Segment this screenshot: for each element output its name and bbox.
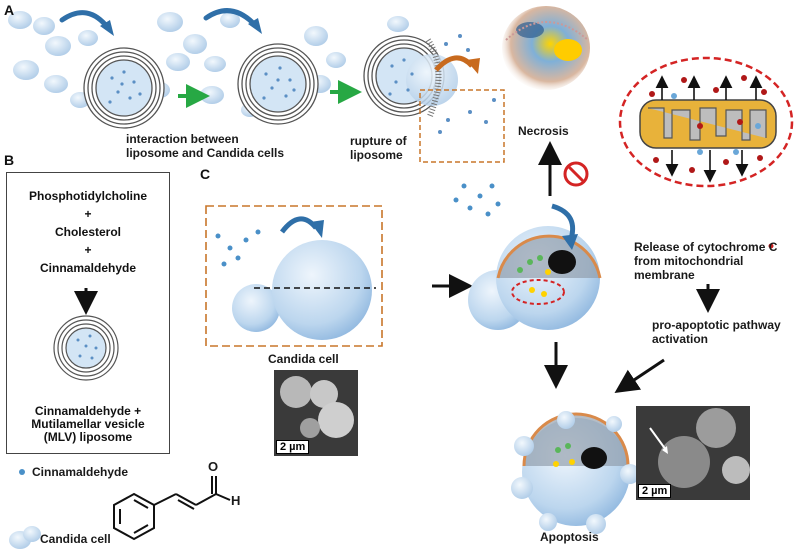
cinnamaldehyde-structure bbox=[113, 476, 231, 541]
liposome-2 bbox=[237, 43, 319, 125]
aldehyde-o: O bbox=[208, 459, 219, 474]
drug-dots-c bbox=[215, 183, 501, 267]
candida-legend-icon bbox=[9, 526, 41, 549]
sem-image-candida: 2 µm bbox=[274, 370, 358, 456]
plus-2: + bbox=[84, 243, 92, 257]
plus-1: + bbox=[84, 207, 92, 221]
panel-label-b: B bbox=[4, 152, 15, 168]
pro-apoptotic-label: pro-apoptotic pathway activation bbox=[652, 318, 781, 346]
candida-cell-label: Candida cell bbox=[268, 352, 339, 366]
necrosis-label: Necrosis bbox=[518, 124, 569, 138]
cytochrome-arrows bbox=[655, 75, 763, 183]
cytochrome-dots bbox=[649, 75, 767, 173]
formulation-box: Phosphotidylcholine + Cholesterol + Cinn… bbox=[6, 172, 170, 454]
panel-label-a: A bbox=[4, 2, 15, 18]
arrowheads-blue bbox=[100, 18, 262, 36]
cinnamaldehyde-legend-dot bbox=[19, 469, 25, 475]
green-arrows bbox=[178, 80, 362, 108]
cinnamaldehyde-dots-a bbox=[108, 34, 496, 134]
prohibited-icon bbox=[563, 161, 589, 187]
curved-arrow-c bbox=[280, 216, 318, 234]
apoptotic-cell bbox=[511, 411, 640, 534]
scale-bar-1: 2 µm bbox=[276, 440, 310, 454]
scale-bar-2: 2 µm bbox=[638, 484, 672, 498]
panel-label-c: C bbox=[200, 166, 211, 182]
apoptosis-label: Apoptosis bbox=[540, 530, 599, 544]
necrosis-cell bbox=[502, 6, 590, 90]
rupture-label: rupture of liposome bbox=[350, 134, 407, 162]
zoom-box-c bbox=[205, 205, 383, 347]
sem-image-apoptotic: 2 µm bbox=[636, 406, 750, 500]
liposome-1 bbox=[83, 47, 165, 129]
aldehyde-h: H bbox=[231, 493, 241, 508]
legend-candida: Candida cell bbox=[40, 532, 111, 546]
interaction-label: interaction between liposome and Candida… bbox=[126, 132, 285, 160]
cholesterol-label: Cholesterol bbox=[54, 225, 121, 239]
mitochondrion bbox=[618, 56, 794, 188]
infected-cell bbox=[468, 226, 602, 330]
cytochrome-label: Release of cytochrome C from mitochondri… bbox=[634, 240, 778, 282]
phosphotidylcholine-label: Phosphotidylcholine bbox=[28, 189, 147, 203]
mlv-liposome bbox=[53, 315, 119, 381]
mlv-liposome-label: Cinnamaldehyde + Mutilamellar vesicle (M… bbox=[31, 404, 145, 444]
cytochrome-c-dot bbox=[768, 243, 774, 249]
zoom-box-a bbox=[419, 89, 505, 163]
liposome-rupturing bbox=[363, 35, 458, 118]
cinnamaldehyde-ingredient: Cinnamaldehyde bbox=[39, 261, 137, 275]
candida-cells-row bbox=[8, 11, 409, 117]
organelle-dots bbox=[517, 255, 551, 297]
legend-cinnamaldehyde: Cinnamaldehyde bbox=[32, 465, 129, 479]
arrow-pathway-apoptosis bbox=[614, 358, 665, 393]
candida-cell-c bbox=[232, 240, 376, 340]
